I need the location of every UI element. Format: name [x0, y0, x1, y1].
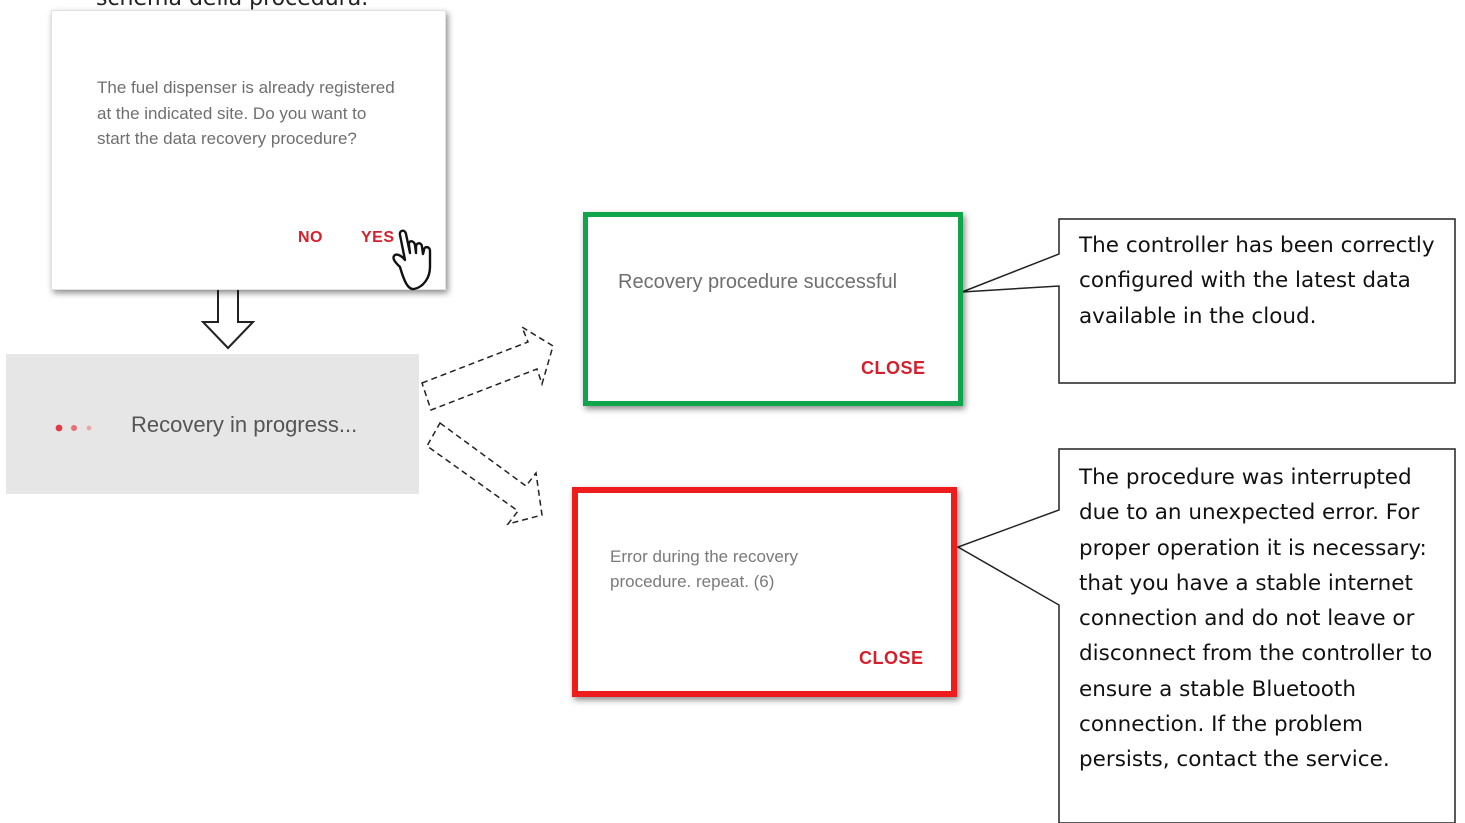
close-button[interactable]: CLOSE [861, 358, 926, 378]
confirm-message: The fuel dispenser is already registered… [97, 78, 395, 148]
progress-label: Recovery in progress... [131, 412, 358, 437]
success-callout-shape [961, 218, 1456, 384]
progress-panel: Recovery in progress... [6, 354, 419, 494]
error-callout-shape [956, 448, 1456, 823]
pointing-hand-icon [388, 223, 452, 297]
header-caption: schema della procedura. [96, 0, 368, 11]
confirm-dialog: The fuel dispenser is already registered… [51, 10, 446, 291]
no-button[interactable]: NO [298, 229, 323, 246]
close-button[interactable]: CLOSE [859, 648, 924, 668]
loading-dots-icon [54, 418, 106, 437]
error-callout-text: The procedure was interrupted due to an … [1079, 465, 1433, 773]
success-callout-text: The controller has been correctly config… [1079, 233, 1435, 329]
dashed-arrow-icon [426, 421, 543, 526]
yes-button[interactable]: YES [361, 229, 395, 246]
error-message: Error during the recovery procedure. rep… [610, 547, 799, 591]
success-message: Recovery procedure successful [618, 271, 898, 293]
error-dialog: Error during the recovery procedure. rep… [572, 487, 957, 697]
success-dialog: Recovery procedure successful CLOSE [583, 212, 963, 406]
dashed-arrow-icon [421, 325, 554, 411]
